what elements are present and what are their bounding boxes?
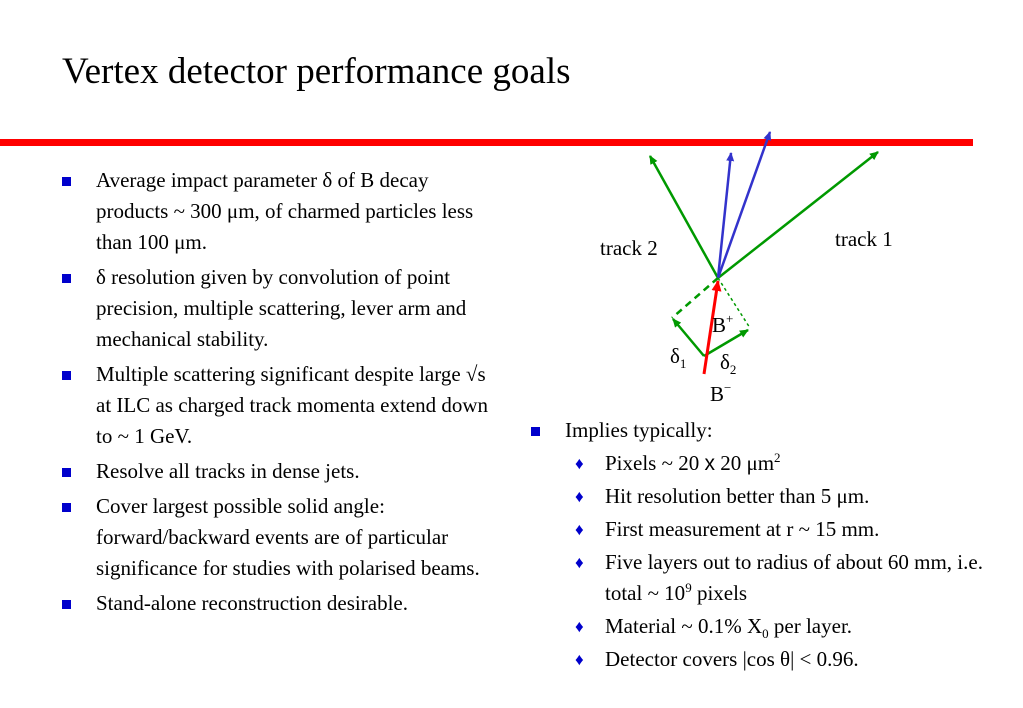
delta-2-label: δ2 — [720, 350, 736, 377]
square-bullet-icon — [62, 600, 71, 609]
square-bullet-icon — [62, 371, 71, 380]
track-2-label: track 2 — [600, 236, 658, 260]
title-underline — [0, 139, 973, 146]
diamond-bullet-icon: ♦ — [575, 520, 584, 539]
list-item: ♦Pixels ~ 20 x 20 μm2 — [565, 448, 1001, 479]
square-bullet-icon — [62, 503, 71, 512]
list-item: Cover largest possible solid angle: forw… — [62, 491, 502, 584]
b-minus-label: B− — [710, 380, 731, 406]
delta-2-arrow — [703, 328, 749, 358]
list-item: ♦Detector covers |cos θ| < 0.96. — [565, 644, 1001, 675]
list-item: Stand-alone reconstruction desirable. — [62, 588, 502, 619]
list-item: ♦Material ~ 0.1% X0 per layer. — [565, 611, 1001, 642]
b-meson-track — [702, 280, 722, 375]
track-1-label: track 1 — [835, 227, 893, 251]
square-bullet-icon — [62, 177, 71, 186]
list-item: Resolve all tracks in dense jets. — [62, 456, 502, 487]
square-bullet-icon — [62, 468, 71, 477]
blue-track-line — [716, 131, 772, 279]
right-bullet-list: Implies typically: ♦Pixels ~ 20 x 20 μm2… — [531, 415, 1001, 677]
diamond-bullet-icon: ♦ — [575, 454, 584, 473]
page-title: Vertex detector performance goals — [62, 51, 571, 92]
vertex-diagram: track 1 track 2 B+ δ1 δ2 B− — [600, 131, 893, 406]
list-item: δ resolution given by convolution of poi… — [62, 262, 502, 355]
track-2-line — [648, 155, 720, 279]
list-item: Average impact parameter δ of B decay pr… — [62, 165, 502, 258]
list-item: ♦Hit resolution better than 5 μm. — [565, 481, 1001, 512]
diamond-bullet-icon: ♦ — [575, 617, 584, 636]
square-bullet-icon — [531, 427, 540, 436]
list-item: Implies typically: ♦Pixels ~ 20 x 20 μm2… — [531, 415, 1001, 675]
left-bullet-list: Average impact parameter δ of B decay pr… — [62, 165, 502, 623]
track-2-extrapolation — [671, 277, 719, 319]
diamond-bullet-icon: ♦ — [575, 553, 584, 572]
list-item: ♦First measurement at r ~ 15 mm. — [565, 514, 1001, 545]
track-1-extrapolation — [717, 277, 751, 329]
delta-1-label: δ1 — [670, 344, 686, 371]
square-bullet-icon — [62, 274, 71, 283]
sub-bullet-list: ♦Pixels ~ 20 x 20 μm2 ♦Hit resolution be… — [565, 448, 1001, 675]
list-item: Multiple scattering significant despite … — [62, 359, 502, 452]
diamond-bullet-icon: ♦ — [575, 487, 584, 506]
track-1-line — [717, 151, 879, 279]
blue-track-line — [716, 152, 735, 279]
delta-1-arrow — [672, 318, 705, 357]
diamond-bullet-icon: ♦ — [575, 650, 584, 669]
b-plus-label: B+ — [712, 311, 733, 337]
list-item: ♦Five layers out to radius of about 60 m… — [565, 547, 1001, 609]
